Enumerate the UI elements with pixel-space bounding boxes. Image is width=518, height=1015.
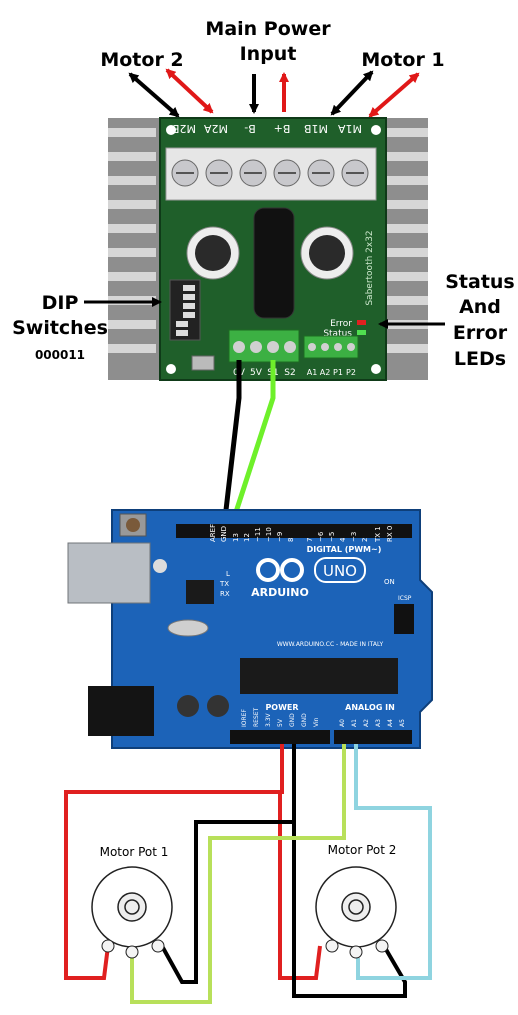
status-label-line4: LEDs: [454, 348, 506, 370]
pin-reset: RESET: [253, 707, 260, 727]
io-a1-label: A1: [307, 368, 318, 377]
motor-pot-1: [91, 866, 173, 959]
wire-s1-to-pin11: [233, 360, 276, 513]
power-label: POWER: [265, 703, 298, 712]
dip-label-line2: Switches: [12, 317, 108, 339]
uno-label: UNO: [323, 562, 357, 580]
pin-1: TX 1: [374, 526, 382, 543]
status-led: [357, 330, 366, 335]
dip-code-label: 000011: [35, 348, 85, 362]
large-capacitor: [253, 207, 295, 319]
analog-header: [334, 730, 412, 744]
sabertooth-board: M2B M2A B- B+ M1B M1A Sabertooth 2x32: [159, 117, 387, 381]
io-p1-label: P1: [333, 368, 343, 377]
pin-gnd2: GND: [301, 713, 308, 727]
usb-port: [67, 542, 151, 604]
arduino-uno-board: UNO ARDUINO DIGITAL (PWM~) WWW.ARDUINO.C…: [67, 509, 433, 749]
motor1-red-arrow: [368, 72, 420, 118]
website-label: WWW.ARDUINO.CC - MADE IN ITALY: [277, 641, 384, 648]
rx-label: RX: [220, 590, 230, 598]
term-m2b-label: M2B: [172, 122, 196, 135]
dc-jack: [88, 686, 154, 736]
pin-a4: A4: [387, 719, 394, 727]
term-m1b-label: M1B: [304, 122, 328, 135]
status-label-line2: And: [459, 296, 501, 318]
status-led-label: Status: [323, 329, 352, 339]
motor1-label: Motor 1: [361, 49, 444, 71]
main-power-label-line2: Input: [240, 43, 297, 65]
term-bneg-label: B-: [244, 122, 256, 135]
io-5v-label: 5V: [250, 368, 263, 378]
wire-5v-pot2: [278, 792, 322, 980]
motor1-black-arrow: [330, 70, 374, 116]
pin-a0: A0: [339, 719, 346, 727]
reset-button: [126, 518, 140, 532]
io-s2-label: S2: [284, 368, 295, 378]
digital-header: [176, 524, 412, 538]
motor-pot-2: [315, 866, 397, 959]
pot2-label: Motor Pot 2: [328, 843, 397, 857]
term-bpos-label: B+: [274, 122, 291, 135]
motor2-label: Motor 2: [100, 49, 183, 71]
error-led: [357, 320, 366, 325]
motor2-black-arrow: [128, 72, 180, 118]
screw-terminals: [171, 159, 369, 187]
pin-10: ~10: [265, 527, 273, 542]
pin-3v3: 3.3V: [265, 712, 272, 727]
on-label: ON: [384, 578, 395, 586]
wire-gnd-pot1: [160, 744, 296, 984]
pin-a2: A2: [363, 719, 370, 727]
analog-label: ANALOG IN: [345, 703, 395, 712]
wire-a0-pot1: [130, 744, 346, 1004]
pin-2: 2: [361, 538, 369, 542]
icsp-label: ICSP: [398, 595, 412, 602]
pin-aref: AREF: [209, 524, 217, 542]
arduino-brand: ARDUINO: [251, 586, 309, 599]
pin-ioref: IOREF: [241, 709, 248, 727]
pin-3: ~3: [350, 532, 358, 542]
pin-5v: 5V: [277, 718, 284, 727]
pin-vin: Vin: [313, 717, 320, 727]
aux-terminal-block: [303, 335, 359, 359]
motor2-red-arrow: [165, 68, 214, 114]
pin-gnd-top: GND: [220, 526, 228, 542]
tx-label: TX: [219, 580, 229, 588]
main-power-label-line1: Main Power: [205, 18, 331, 40]
pot1-label: Motor Pot 1: [100, 845, 169, 859]
pin-9: ~9: [276, 532, 284, 542]
digital-label: DIGITAL (PWM~): [307, 545, 382, 554]
status-label-line1: Status: [445, 271, 515, 293]
pin-7: 7: [306, 538, 314, 542]
wire-0v-to-gnd: [223, 360, 242, 511]
pin-a1: A1: [351, 719, 358, 727]
term-m1a-label: M1A: [338, 122, 362, 135]
pin-5: ~5: [328, 532, 336, 542]
l-label: L: [226, 570, 230, 578]
pin-a3: A3: [375, 719, 382, 727]
pin-11: ~11: [254, 527, 262, 542]
pin-4: 4: [339, 537, 347, 542]
io-a2-label: A2: [320, 368, 331, 377]
power-header: [230, 730, 330, 744]
status-label-line3: Error: [453, 322, 508, 344]
term-m2a-label: M2A: [204, 122, 228, 135]
pin-0: RX 0: [386, 526, 394, 542]
pin-6: ~6: [317, 531, 325, 542]
atmega-chip: [240, 658, 398, 694]
error-led-label: Error: [330, 319, 352, 329]
dip-switch-block: [169, 279, 201, 341]
pin-12: 12: [243, 533, 251, 542]
sabertooth-model-text: Sabertooth 2x32: [365, 230, 375, 305]
dip-label-line1: DIP: [42, 292, 79, 314]
wire-5v-pot1: [64, 744, 284, 980]
pin-13: 13: [232, 533, 240, 542]
io-p2-label: P2: [346, 368, 356, 377]
pin-a5: A5: [399, 719, 406, 727]
pin-8: 8: [287, 538, 295, 542]
wire-a1-pot2: [354, 744, 432, 980]
pin-gnd1: GND: [289, 713, 296, 727]
wire-gnd-pot2: [292, 822, 407, 998]
